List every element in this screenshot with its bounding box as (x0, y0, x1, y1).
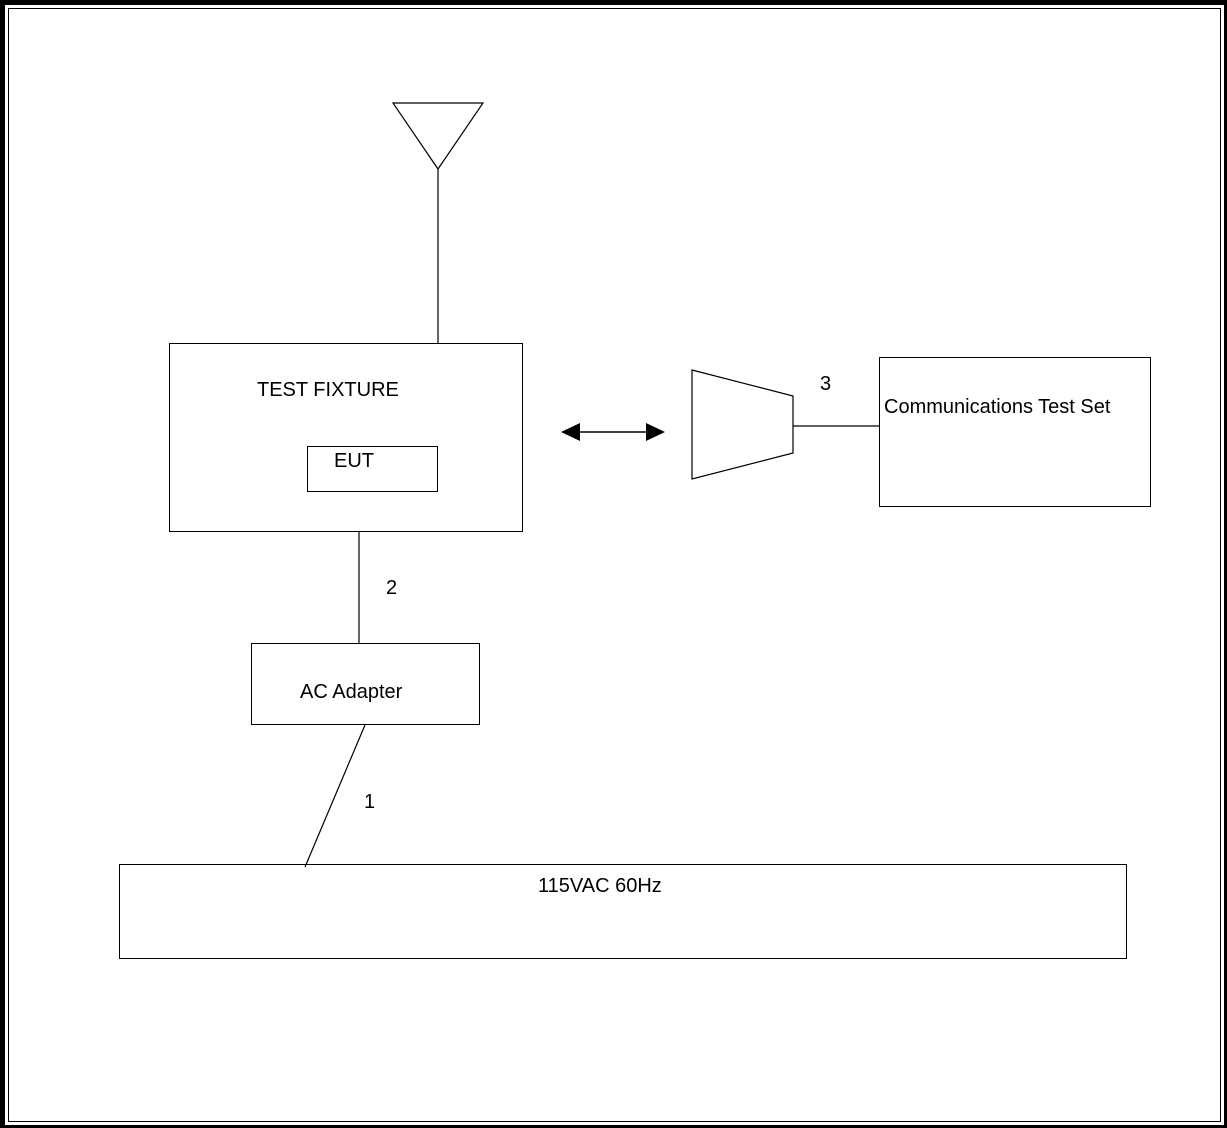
test-fixture-box (169, 343, 523, 532)
comm-test-set-label: Communications Test Set (884, 396, 1111, 418)
inner-frame (8, 8, 1221, 1122)
cable-1-line (304, 724, 366, 868)
cable-3-number: 3 (820, 373, 832, 395)
arrow-left-head-icon (561, 423, 580, 441)
rf-coupler-icon (691, 369, 794, 480)
cable-1-number: 1 (364, 791, 376, 813)
test-fixture-label: TEST FIXTURE (257, 379, 399, 401)
eut-label: EUT (334, 450, 374, 472)
power-source-label: 115VAC 60Hz (538, 875, 662, 897)
cable-2-number: 2 (386, 577, 398, 599)
comm-test-set-box (879, 357, 1151, 507)
ac-adapter-label: AC Adapter (300, 681, 403, 703)
power-source-box (119, 864, 1127, 959)
arrow-right-head-icon (646, 423, 665, 441)
ac-adapter-box (251, 643, 480, 725)
antenna-icon (391, 102, 485, 171)
eut-box (307, 446, 438, 492)
